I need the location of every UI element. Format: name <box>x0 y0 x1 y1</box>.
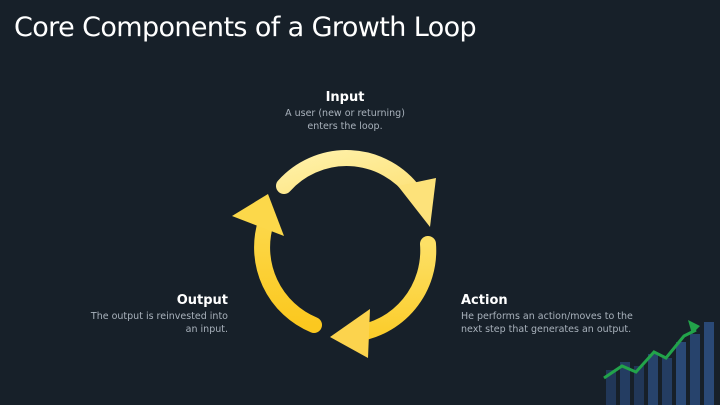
node-action-desc-line-1: He performs an action/moves to the <box>461 311 633 322</box>
node-input-title: Input <box>325 90 365 105</box>
node-input-desc-line-1: A user (new or returning) <box>285 108 405 119</box>
slide-title: Core Components of a Growth Loop <box>14 12 477 43</box>
node-action-title: Action <box>461 293 508 308</box>
node-input-desc-line-2: enters the loop. <box>307 121 383 132</box>
arrow-output-to-input <box>232 194 322 333</box>
arrow-input-to-action <box>276 150 436 227</box>
arrow-action-to-output <box>330 236 437 358</box>
node-output-title: Output <box>176 293 228 308</box>
node-output: Output The output is reinvested into an … <box>60 293 228 336</box>
node-action: Action He performs an action/moves to th… <box>461 293 661 336</box>
node-output-desc-line-1: The output is reinvested into <box>90 311 228 322</box>
node-output-desc-line-2: an input. <box>185 324 228 335</box>
node-action-desc-line-2: next step that generates an output. <box>461 324 632 335</box>
node-input: Input A user (new or returning) enters t… <box>260 90 430 133</box>
growth-chart-icon <box>603 320 714 405</box>
